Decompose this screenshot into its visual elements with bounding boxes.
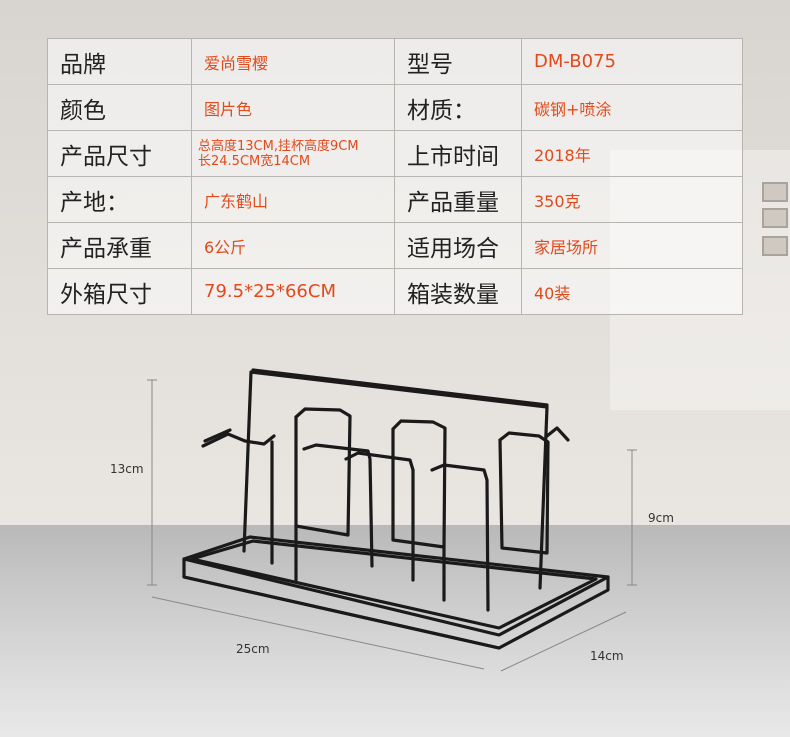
- table-row: 颜色 图片色 材质： 碳钢+喷涂: [47, 84, 743, 131]
- rack-cup-holder: [498, 431, 550, 555]
- spec-label: 上市时间: [394, 130, 522, 177]
- dimension-lines: [147, 379, 637, 672]
- spec-value-line: 长24.5CM宽14CM: [198, 153, 311, 169]
- spec-label: 产品尺寸: [47, 130, 192, 177]
- spec-value: 6公斤: [191, 222, 395, 269]
- rack-cup-holder: [430, 463, 490, 612]
- spec-value: 碳钢+喷涂: [521, 84, 743, 131]
- spec-label: 颜色: [47, 84, 192, 131]
- cup-height-dimension-label: 9cm: [648, 511, 674, 525]
- wall-frame: [762, 236, 788, 256]
- rack-base-inner: [190, 539, 598, 630]
- spec-value: DM-B075: [521, 38, 743, 85]
- spec-label: 外箱尺寸: [47, 268, 192, 315]
- rack-hook: [201, 432, 276, 448]
- spec-label: 型号: [394, 38, 522, 85]
- wall-frame: [762, 208, 788, 228]
- rack-hook: [545, 426, 570, 442]
- spec-value: 79.5*25*66CM: [191, 268, 395, 315]
- width-dimension-line: [500, 611, 627, 672]
- rack-cup-holder: [391, 419, 447, 549]
- width-dimension-label: 14cm: [590, 649, 624, 663]
- height-dimension-label: 13cm: [110, 462, 144, 476]
- spec-label: 产品重量: [394, 176, 522, 223]
- spec-value: 350克: [521, 176, 743, 223]
- background-floor: [0, 525, 790, 737]
- rack-hook: [203, 428, 232, 443]
- spec-value: 家居场所: [521, 222, 743, 269]
- spec-value: 40装: [521, 268, 743, 315]
- spec-table: 品牌 爱尚雪樱 型号 DM-B075 颜色 图片色 材质： 碳钢+喷涂 产品尺寸…: [47, 38, 743, 315]
- rack-handle-frame: [242, 370, 549, 590]
- spec-label: 材质：: [394, 84, 522, 131]
- spec-label: 箱装数量: [394, 268, 522, 315]
- table-row: 品牌 爱尚雪樱 型号 DM-B075: [47, 38, 743, 85]
- spec-label: 产品承重: [47, 222, 192, 269]
- cup-rack-wireframe: [182, 368, 610, 650]
- table-row: 外箱尺寸 79.5*25*66CM 箱装数量 40装: [47, 268, 743, 315]
- length-dimension-line: [151, 596, 485, 670]
- table-row: 产品尺寸 总高度13CM,挂杯高度9CM 长24.5CM宽14CM 上市时间 2…: [47, 130, 743, 177]
- spec-value: 图片色: [191, 84, 395, 131]
- rack-cup-holder: [344, 451, 415, 582]
- spec-value-line: 总高度13CM,挂杯高度9CM: [198, 138, 359, 154]
- wall-frame: [762, 182, 788, 202]
- rack-cup-holder: [294, 407, 352, 537]
- rack-cup-holder: [302, 443, 374, 568]
- table-row: 产地： 广东鹤山 产品重量 350克: [47, 176, 743, 223]
- spec-value: 总高度13CM,挂杯高度9CM 长24.5CM宽14CM: [191, 130, 395, 177]
- rack-handle-top: [251, 368, 549, 407]
- length-dimension-label: 25cm: [236, 642, 270, 656]
- rack-base-front-edge: [182, 575, 501, 650]
